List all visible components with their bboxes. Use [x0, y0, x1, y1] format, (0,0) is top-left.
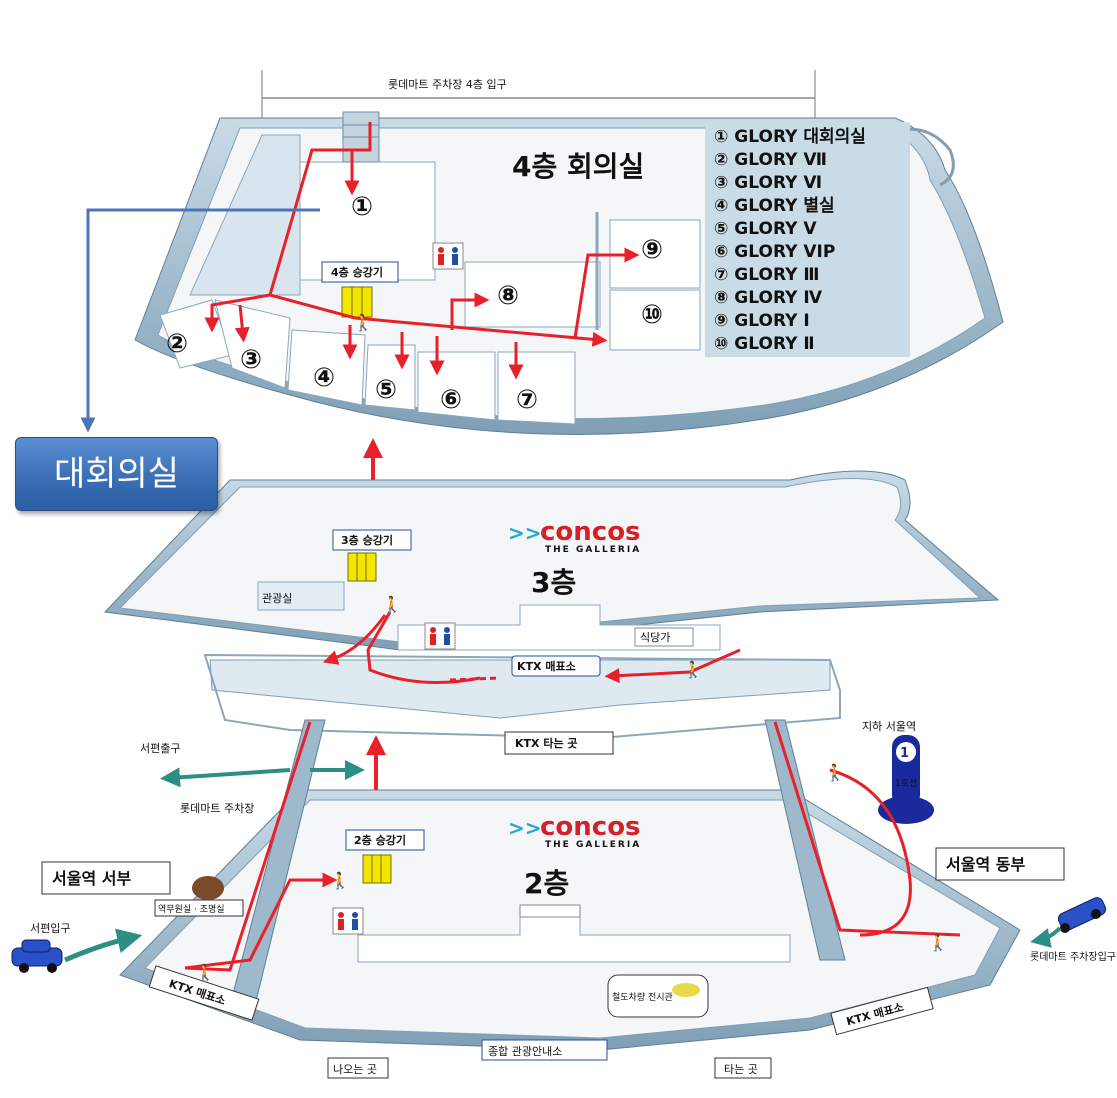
- restroom-icon: [432, 242, 464, 270]
- room-10: ⑩: [641, 300, 663, 330]
- room-1: ①: [351, 192, 373, 222]
- room-8: ⑧: [497, 281, 519, 311]
- callout-pointer: [80, 208, 320, 433]
- walking-person-icon: 🚶: [825, 763, 845, 782]
- floor3-brand-arrows: >>: [508, 521, 542, 545]
- room-6: ⑥: [440, 385, 462, 415]
- legend-item: ⑦ GLORY Ⅲ: [714, 265, 819, 285]
- seoul-east-label: 서울역 동부: [946, 855, 1025, 874]
- car-icon: [1057, 897, 1107, 933]
- top-entrance-dimension: 롯데마트 주차장 4층 입구: [261, 70, 816, 118]
- room-legend-bg: [705, 122, 910, 357]
- floor4-routes: [204, 122, 640, 380]
- boarding-label: 타는 곳: [724, 1063, 758, 1076]
- room-5: ⑤: [375, 375, 397, 405]
- walking-person-icon: 🚶: [353, 313, 373, 332]
- legend-item: ⑧ GLORY Ⅳ: [714, 288, 822, 308]
- room-4: ④: [313, 363, 335, 393]
- floor2-elevator-label: 2층 승강기: [354, 833, 406, 847]
- walking-person-icon: 🚶: [683, 660, 703, 679]
- room-legend: ① GLORY 대회의실 ② GLORY Ⅶ ③ GLORY Ⅵ ④ GLORY…: [714, 127, 866, 354]
- car-icon: [11, 939, 63, 973]
- floor2-label: 2층: [524, 867, 569, 900]
- floor2-routes: [184, 721, 961, 972]
- restroom-icon: [332, 907, 364, 935]
- legend-item: ⑩ GLORY Ⅱ: [714, 334, 815, 354]
- legend-item: ⑤ GLORY Ⅴ: [714, 219, 817, 239]
- lotte-entrance-label: 롯데마트 주차장입구: [1030, 950, 1116, 963]
- floor3-shop-label: 식당가: [640, 631, 670, 644]
- west-exit-arrows: [160, 760, 365, 788]
- floor4-elevator-label: 4층 승강기: [331, 265, 383, 279]
- lotte-parking-label: 롯데마트 주차장: [180, 802, 254, 815]
- legend-item: ④ GLORY 별실: [714, 196, 835, 216]
- subway-label: 지하 서울역: [862, 719, 916, 733]
- walking-person-icon: 🚶: [928, 933, 948, 952]
- floor4-title: 4층 회의실: [512, 150, 644, 183]
- room-7: ⑦: [516, 385, 538, 415]
- floor3-elevator-label: 3층 승강기: [341, 533, 393, 547]
- seoul-west-label: 서울역 서부: [52, 869, 131, 888]
- walking-person-icon: 🚶: [195, 963, 215, 982]
- floor-3-plan: 관광실 식당가 3층 승강기 >> concos THE GALLERIA 3층…: [103, 470, 1000, 755]
- conference-hall-callout: 대회의실: [15, 437, 218, 511]
- car-center-label: 철도차량 전시관: [612, 991, 673, 1003]
- subway-line-label: 1호선: [895, 778, 917, 789]
- restroom-icon: [424, 622, 456, 650]
- floor3-room-left: 관광실: [262, 592, 292, 605]
- legend-item: ⑨ GLORY Ⅰ: [714, 311, 810, 331]
- elevator-icon: [347, 552, 377, 582]
- floor2-brand-sub: THE GALLERIA: [545, 840, 641, 850]
- room-9: ⑨: [641, 235, 663, 265]
- floor2-brand: concos: [540, 812, 641, 842]
- subway-line-1-icon: 1: [878, 735, 934, 824]
- floor2-brand-arrows: >>: [508, 816, 542, 840]
- floor3-brand: concos: [540, 517, 641, 547]
- legend-item: ① GLORY 대회의실: [714, 127, 866, 147]
- floor-2-plan: >> concos THE GALLERIA 2층 2층 승강기 서편출구 롯데…: [11, 719, 1116, 1079]
- floor3-ktx-ticket: KTX 매표소: [517, 659, 576, 673]
- room-3: ③: [240, 345, 262, 375]
- legend-item: ② GLORY Ⅶ: [714, 150, 827, 170]
- legend-item: ⑥ GLORY VIP: [714, 242, 835, 262]
- elevator-icon: [341, 286, 373, 318]
- room-2: ②: [166, 329, 188, 359]
- west-exit-label: 서편출구: [140, 742, 180, 755]
- floor3-ktx-board: KTX 타는 곳: [515, 736, 578, 750]
- walking-person-icon: 🚶: [382, 595, 402, 614]
- west-entrance-label: 서편입구: [30, 922, 70, 935]
- floor3-brand-sub: THE GALLERIA: [545, 545, 641, 555]
- svg-text:1: 1: [900, 746, 909, 761]
- exit-gate-label: 나오는 곳: [333, 1063, 377, 1076]
- tour-info-label: 종합 관광안내소: [488, 1045, 562, 1058]
- elevator-icon: [362, 854, 392, 884]
- floor3-label: 3층: [531, 566, 576, 599]
- walking-person-icon: 🚶: [330, 871, 350, 890]
- legend-item: ③ GLORY Ⅵ: [714, 173, 822, 193]
- floor-4-plan: 4층 승강기 4층 회의실 ① ② ③ ④ ⑤ ⑥ ⑦ ⑧ ⑨ ⑩: [134, 111, 1004, 435]
- west-office-label: 역무원실 · 조명실: [158, 904, 225, 915]
- parking-entrance-label: 롯데마트 주차장 4층 입구: [388, 78, 507, 91]
